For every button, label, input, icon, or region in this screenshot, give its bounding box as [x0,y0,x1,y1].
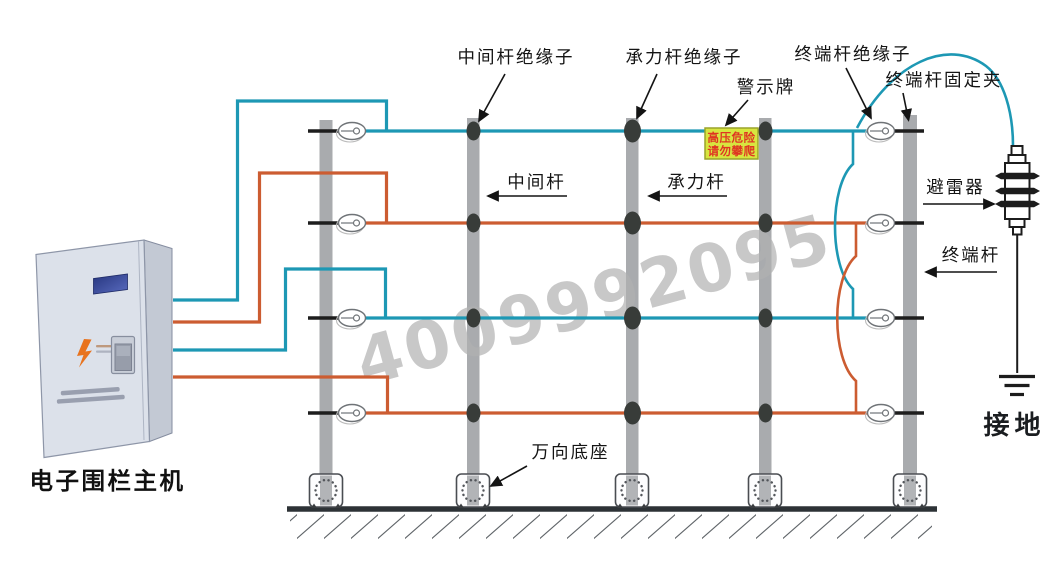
base-2 [455,473,491,508]
terminal-insulator [864,213,924,235]
annotation-arrows [478,67,997,487]
feeder-wire-4 [173,375,390,413]
label-load-pole-insulator: 承力杆绝缘子 [626,48,743,68]
terminal-insulators-right [864,121,924,425]
terminal-insulators-left [308,121,367,425]
label-terminal-pole: 终端杆 [942,246,1001,266]
feeder-wire-2 [173,171,389,324]
label-warning-sign: 警示牌 [737,78,796,98]
loop-connector-hot [833,131,855,318]
label-terminal-pole-insulator: 终端杆绝缘子 [795,45,912,65]
label-lightning-arrester: 避雷器 [926,178,985,198]
terminal-insulator [308,213,367,235]
terminal-post-right [903,115,917,506]
earth-ground-symbol [999,374,1035,397]
arrow-load-pole-insulator [636,73,658,120]
base-3 [614,473,650,508]
warning-sign-line1: 高压危险 [708,131,756,145]
load-pole-insulator-icon [624,119,641,143]
ground-hatching [290,513,932,543]
label-earth-ground: 接地 [983,411,1045,441]
base-1 [308,473,344,508]
brand-lightning-icon [77,339,92,368]
label-terminal-pole-clip: 终端杆固定夹 [886,71,1003,91]
warning-sign-plate [704,127,759,160]
feeder-wire-1 [173,99,389,302]
mid-pole-insulator-icon [466,121,481,141]
terminal-insulator [864,403,924,425]
host-nameplate-smudge [56,387,125,404]
warning-sign-line2: 请勿攀爬 [708,144,756,158]
warning-sign: 高压危险 请勿攀爬 [704,127,759,160]
universal-bases [308,473,928,508]
terminal-insulator [864,121,924,143]
label-mid-pole: 中间杆 [507,173,566,193]
base-5 [892,473,928,508]
arrow-universal-base [489,465,528,487]
label-mid-pole-insulator: 中间杆绝缘子 [458,48,575,68]
lightning-arrester [995,145,1040,373]
arrow-terminal-clip [900,92,912,122]
fence-wires [352,129,886,415]
feeder-wires [173,99,390,413]
fence-energizer-host [35,239,173,459]
base-4 [747,473,783,508]
terminal-insulator [864,308,924,330]
loop-connector-return [836,223,858,413]
arrow-mid-pole-insulator [478,73,506,123]
terminal-insulator [308,308,367,330]
arrester-feed-wire [855,53,1015,147]
label-universal-base: 万向底座 [532,443,610,463]
annotation-labels: 中间杆绝缘子 承力杆绝缘子 警示牌 终端杆绝缘子 终端杆固定夹 中间杆 承力杆 … [30,45,1045,495]
terminal-insulator [308,121,367,143]
label-load-pole: 承力杆 [667,173,726,193]
end-loop-connectors [833,53,1015,413]
arrow-terminal-insulator [845,67,872,120]
feeder-wire-3 [173,267,388,352]
terminal-post-left [319,120,333,506]
line-post-insulators [466,119,773,425]
terminal-insulator [308,403,367,425]
label-host: 电子围栏主机 [30,467,186,495]
arrow-warning-sign [724,99,749,127]
ground-surface [287,506,937,543]
host-display [93,273,128,295]
